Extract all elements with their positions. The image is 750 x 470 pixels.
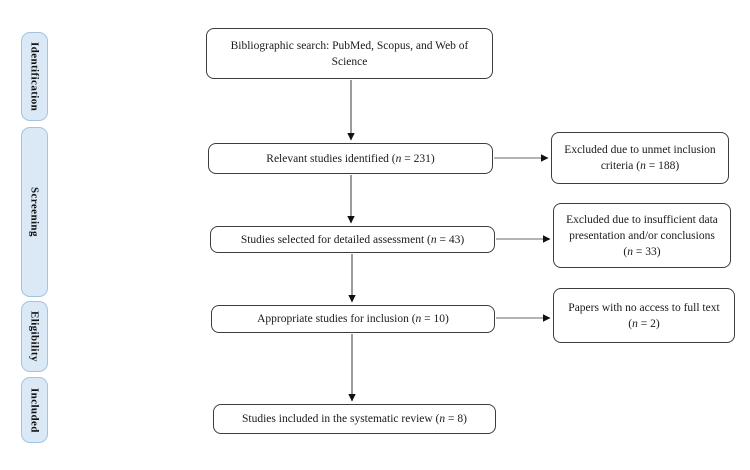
stage-label-identification: Identification <box>21 32 48 121</box>
flow-box-text: Studies selected for detailed assessment… <box>240 233 465 246</box>
flow-box-text: Papers with no access to full text (n = … <box>568 301 720 330</box>
exclusion-box-unmet-criteria: Excluded due to unmet inclusion criteria… <box>551 132 729 184</box>
flow-box-bibliographic-search: Bibliographic search: PubMed, Scopus, an… <box>206 28 493 79</box>
flow-box-text: Relevant studies identified (n = 231) <box>266 152 435 165</box>
flow-box-relevant-studies-identified: Relevant studies identified (n = 231) <box>208 143 493 174</box>
flow-box-studies-selected: Studies selected for detailed assessment… <box>210 226 495 253</box>
flow-box-text: Appropriate studies for inclusion (n = 1… <box>257 313 449 325</box>
flow-box-studies-included: Studies included in the systematic revie… <box>213 404 496 434</box>
flow-box-text: Studies included in the systematic revie… <box>242 413 467 425</box>
flow-box-text: Excluded due to insufficient data presen… <box>566 213 718 258</box>
flow-box-text: Bibliographic search: PubMed, Scopus, an… <box>230 39 469 68</box>
flow-box-text: Excluded due to unmet inclusion criteria… <box>564 144 716 172</box>
stage-label-screening: Screening <box>21 127 48 297</box>
stage-label-included: Included <box>21 377 48 443</box>
stage-label-eligibility: Eligibility <box>21 301 48 372</box>
exclusion-box-insufficient-data: Excluded due to insufficient data presen… <box>553 203 731 268</box>
exclusion-box-no-full-text: Papers with no access to full text (n = … <box>553 288 735 343</box>
flow-box-appropriate-studies: Appropriate studies for inclusion (n = 1… <box>211 305 495 333</box>
